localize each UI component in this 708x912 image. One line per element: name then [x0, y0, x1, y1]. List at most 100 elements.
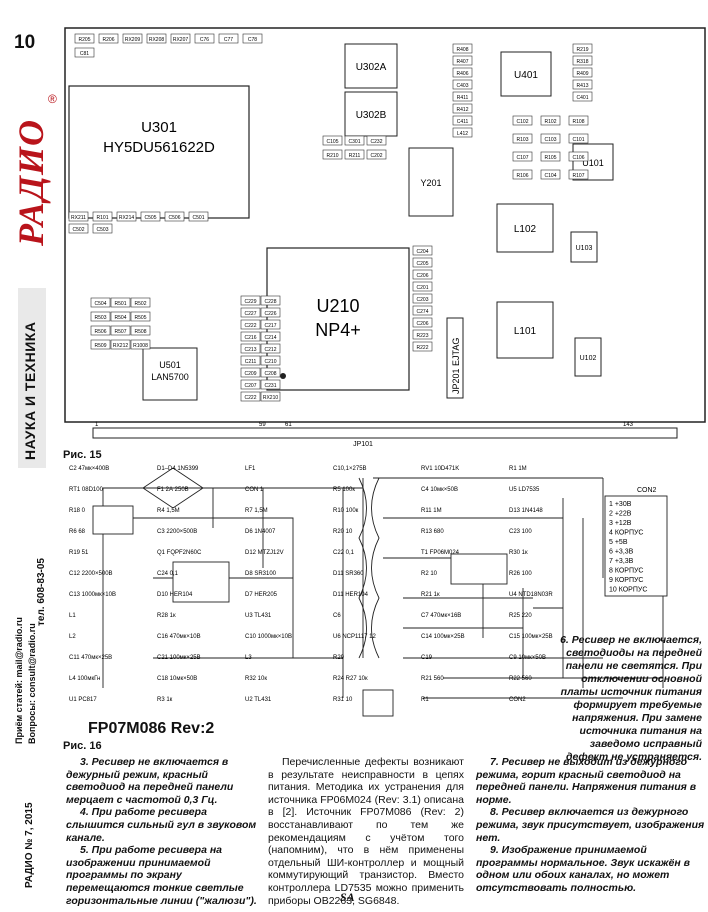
chip-u101-label: U101 — [582, 158, 604, 168]
component-label: D1–D4 1N5399 — [157, 466, 199, 472]
chip-u501-label: U501 — [159, 360, 181, 370]
component-label: LF1 — [245, 466, 256, 472]
chip-u210-label: U210 — [316, 296, 359, 316]
pcb-part — [452, 91, 473, 102]
pcb-part — [568, 151, 589, 162]
component-label: D11 HER104 — [333, 592, 369, 598]
component-label: C7 470мк×16В — [421, 613, 461, 619]
pcb-part — [322, 149, 343, 160]
pin-59: 59 — [259, 422, 266, 428]
component-label: R10 100к — [333, 508, 359, 514]
pcb-part-label: R102 — [545, 119, 557, 125]
pcb-part-label: C101 — [573, 137, 585, 143]
pcb-part-label: C206 — [417, 321, 429, 327]
pcb-part — [540, 151, 561, 162]
issue-label: РАДИО № 7, 2015 — [24, 802, 35, 888]
pcb-part — [568, 133, 589, 144]
figure-15-caption: Рис. 15 — [63, 449, 102, 461]
pcb-part-label: R411 — [457, 95, 469, 101]
chip-u301 — [68, 85, 250, 219]
pcb-part-label: R407 — [457, 59, 469, 65]
pcb-part — [68, 211, 89, 222]
text-column-3: 7. Ресивер не выходит из дежурного режим… — [476, 756, 706, 895]
section-bar — [18, 288, 46, 468]
component-label: C24 0,1 — [157, 571, 179, 577]
pcb-part — [90, 311, 111, 322]
pcb-part — [452, 55, 473, 66]
pcb-part-label: C76 — [200, 37, 209, 43]
paragraph-5: 5. При работе ресивера на изображении пр… — [66, 844, 257, 907]
pcb-part — [110, 339, 131, 350]
pcb-part — [90, 297, 111, 308]
pcb-part-label: R219 — [577, 47, 589, 53]
pcb-part-label: C202 — [371, 153, 383, 159]
pcb-part-label: C77 — [224, 37, 233, 43]
pcb-part-label: R507 — [115, 329, 127, 335]
pcb-part — [412, 281, 433, 292]
pcb-part-label: C505 — [145, 215, 157, 221]
pcb-part — [412, 245, 433, 256]
magazine-logo: РАДИО — [11, 119, 51, 246]
pcb-part-label: R503 — [95, 315, 107, 321]
pcb-part — [260, 391, 281, 402]
pin-143: 143 — [623, 422, 634, 428]
pcb-part — [540, 133, 561, 144]
chip-u501-part: LAN5700 — [151, 372, 189, 382]
pcb-part-label: C78 — [248, 37, 257, 43]
pcb-part-label: R101 — [97, 215, 109, 221]
schematic-wires — [92, 467, 668, 717]
pcb-part — [98, 33, 119, 44]
pcb-part-label: R211 — [349, 153, 361, 159]
pcb-part — [260, 319, 281, 330]
pcb-part-label: C103 — [545, 137, 557, 143]
pcb-part — [170, 33, 191, 44]
pcb-part — [194, 33, 215, 44]
pcb-part-label: C81 — [80, 51, 89, 57]
pcb-part — [260, 355, 281, 366]
pcb-part-label: C205 — [417, 261, 429, 267]
note-item-6: 6. Ресивер не включается, светодиоды на … — [560, 634, 702, 763]
pcb-part-label: C102 — [517, 119, 529, 125]
pcb-part-label: C207 — [245, 383, 257, 389]
component-label: R26 100 — [509, 571, 532, 577]
pcb-part-label: R501 — [115, 301, 127, 307]
pcb-part-label: R506 — [95, 329, 107, 335]
pcb-part-label: R413 — [577, 83, 589, 89]
pcb-part — [240, 343, 261, 354]
con2-pin: 7 +3,3В — [609, 558, 634, 565]
pcb-part — [242, 33, 263, 44]
questions-email: Вопросы: consult@radio.ru — [27, 623, 37, 744]
pcb-part-label: R508 — [135, 329, 147, 335]
pcb-part-label: C301 — [349, 139, 361, 145]
con2-pin: 10 КОРПУС — [609, 587, 647, 594]
pcb-part — [568, 115, 589, 126]
paragraph-8: 8. Ресивер включается из дежурного режим… — [476, 806, 705, 844]
pcb-part — [260, 343, 281, 354]
pcb-part-label: C204 — [417, 249, 429, 255]
pcb-part — [366, 149, 387, 160]
pcb-part — [452, 127, 473, 138]
pcb-part-label: C222 — [245, 395, 257, 401]
component-label: U1 PC817 — [69, 697, 97, 703]
pcb-part-label: R509 — [95, 343, 107, 349]
pcb-part — [260, 331, 281, 342]
pcb-part-label: C506 — [169, 215, 181, 221]
component-label: R31 10 — [333, 697, 353, 703]
pcb-part — [110, 311, 131, 322]
pcb-part — [344, 135, 365, 146]
chip-u103-label: U103 — [576, 245, 593, 252]
pcb-part — [540, 115, 561, 126]
pcb-part — [140, 211, 161, 222]
pcb-part — [130, 325, 151, 336]
pcb-drawing: U301 HY5DU561622D U302A U302B U401 U101 … — [64, 27, 706, 448]
pcb-part-label: R502 — [135, 301, 147, 307]
component-label: C23 100 — [509, 529, 532, 535]
component-label: R7 1,5М — [245, 508, 268, 514]
component-label: C11 470мк×25В — [69, 655, 112, 661]
inductor-l102 — [496, 203, 554, 253]
con2-pin: 9 КОРПУС — [609, 577, 643, 584]
jtag-jp201 — [446, 317, 464, 399]
pcb-part — [68, 223, 89, 234]
